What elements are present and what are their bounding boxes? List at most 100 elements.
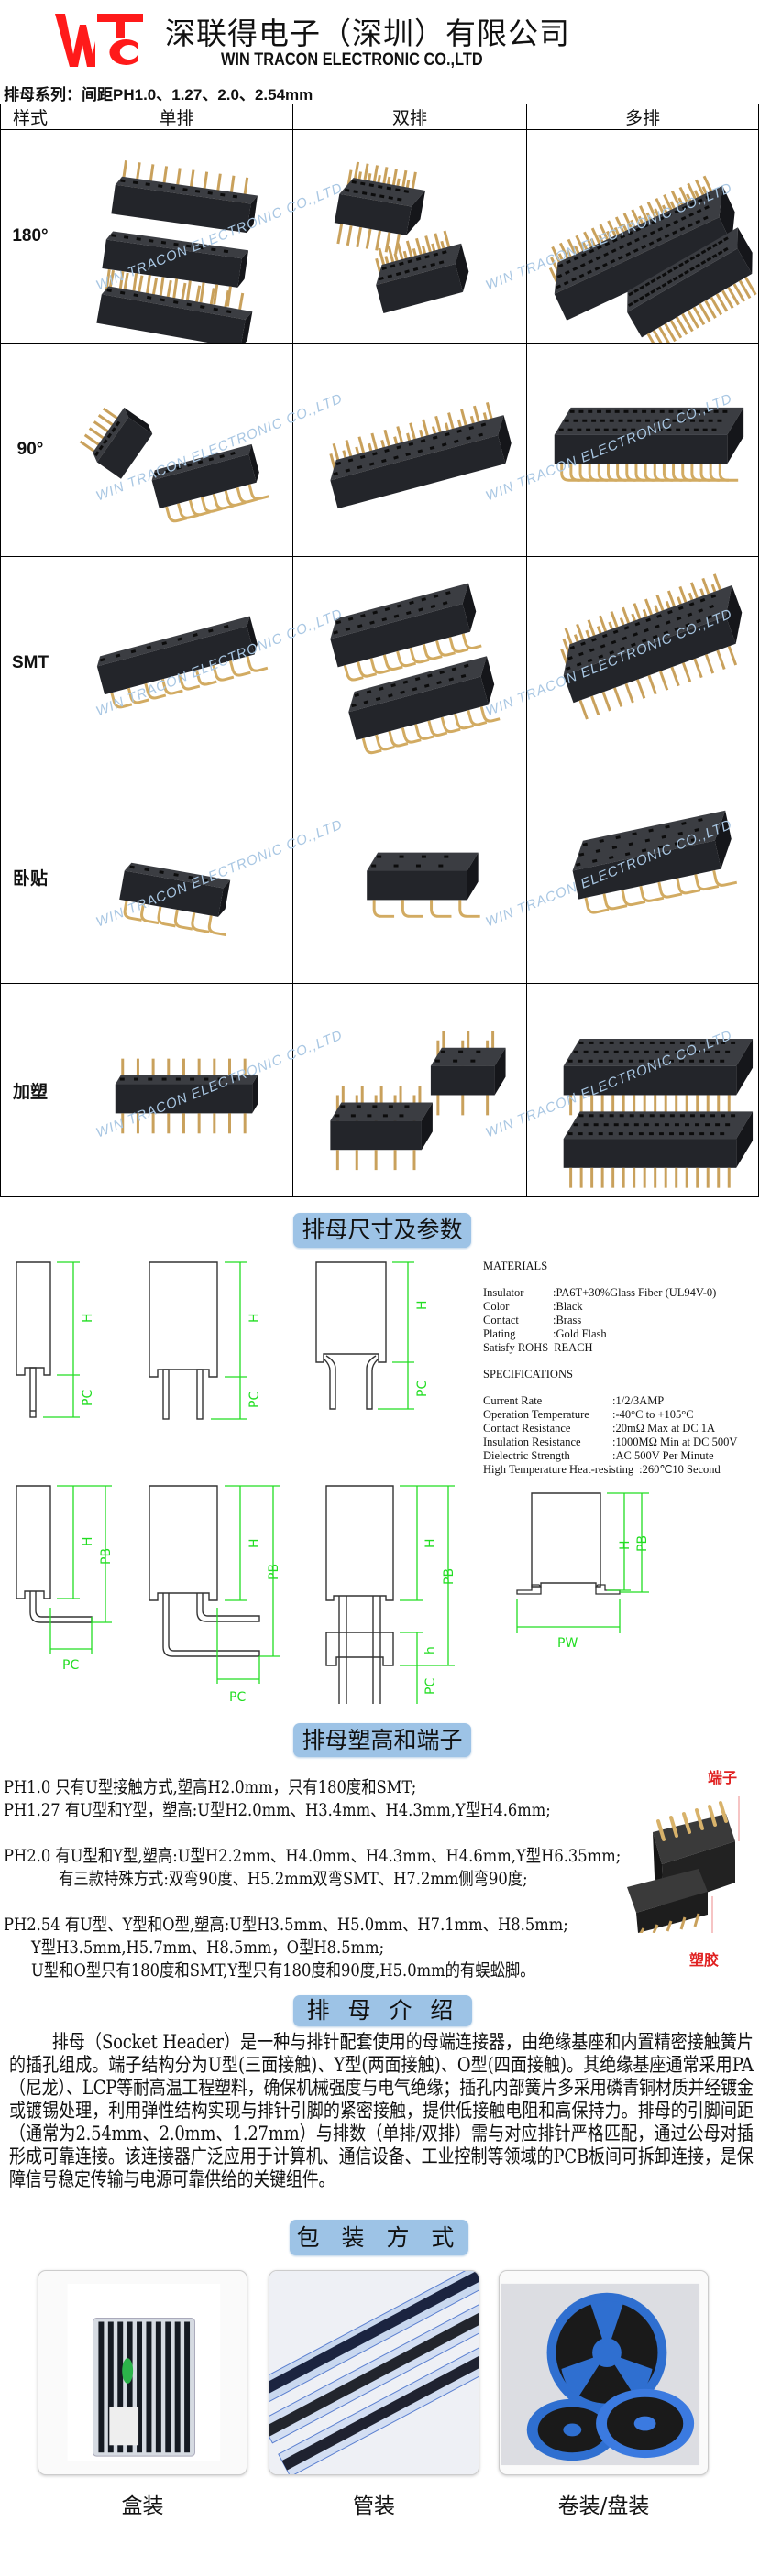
style-label: 180° bbox=[0, 129, 60, 344]
dim-label-pc: PC bbox=[62, 1658, 79, 1673]
spec-key: Satisfy ROHS bbox=[483, 1341, 549, 1354]
height-line-ph2-54-y: Y型H3.5mm,H5.7mm、H8.5mm，O型H8.5mm; bbox=[31, 1937, 385, 1958]
spec-key: Insulation Resistance bbox=[483, 1435, 581, 1448]
diagram-180-y-type bbox=[315, 1261, 387, 1410]
table-row-90: 90° bbox=[0, 343, 759, 557]
style-label: 90° bbox=[0, 343, 60, 557]
diagram-90-double bbox=[148, 1485, 260, 1657]
spec-row: Plating :Gold Flash bbox=[483, 1327, 737, 1341]
packaging-label-box: 盒装 bbox=[121, 2494, 164, 2518]
table-row-smt: SMT bbox=[0, 556, 759, 770]
spec-value: :260℃10 Second bbox=[639, 1463, 720, 1476]
dim-label-pw: PW bbox=[557, 1636, 578, 1651]
column-header-style: 样式 bbox=[0, 104, 60, 130]
dimension-diagrams: H PC H PC H PC H PB PC H PB PC H PB h PC bbox=[16, 1261, 456, 1704]
table-row-180: 180° bbox=[0, 129, 759, 344]
company-logo bbox=[55, 14, 143, 67]
spec-row: Contact Resistance:20mΩ Max at DC 1A bbox=[483, 1422, 737, 1435]
dim-label-h: H bbox=[248, 1313, 262, 1323]
section-header-height-terminal: 排母塑高和端子 bbox=[293, 1723, 471, 1757]
height-line-ph2-0: PH2.0 有U型和Y型,塑高:U型H2.2mm、H4.0mm、H4.3mm、H… bbox=[4, 1846, 622, 1866]
dim-label-h: H bbox=[81, 1536, 95, 1546]
product-photo-multi-90 bbox=[526, 343, 759, 557]
packaging-reel-image bbox=[499, 2270, 709, 2475]
dim-label-h: H bbox=[424, 1538, 438, 1548]
spec-row: Dielectric Strength:AC 500V Per Minute bbox=[483, 1449, 737, 1463]
spec-row: Color :Black bbox=[483, 1300, 737, 1314]
table-row-added-plastic: 加塑 bbox=[0, 983, 759, 1197]
spec-row: Operation Temperature :-40°C to +105°C bbox=[483, 1408, 737, 1422]
product-photo-multi-180 bbox=[526, 129, 759, 344]
dim-label-pb: PB bbox=[267, 1564, 281, 1580]
dim-label-pc: PC bbox=[229, 1690, 246, 1704]
section-header-packaging: 包 装 方 式 bbox=[290, 2220, 468, 2255]
terminal-plastic-photo bbox=[627, 1796, 740, 1933]
spec-value: :1000MΩ Min at DC 500V bbox=[612, 1435, 738, 1448]
materials-block: MATERIALS Insulator :PA6T+30%Glass Fiber … bbox=[483, 1260, 737, 1477]
spec-value: REACH bbox=[554, 1341, 593, 1354]
diagram-180-double bbox=[148, 1261, 218, 1420]
spec-key: Insulator bbox=[483, 1286, 524, 1299]
spec-key: Current Rate bbox=[483, 1394, 543, 1407]
product-photo-multi-side-mount bbox=[526, 770, 759, 984]
dimension-lines bbox=[43, 1261, 455, 1704]
spec-key: High Temperature Heat-resisting bbox=[483, 1463, 634, 1476]
column-header-single-row: 单排 bbox=[60, 104, 293, 130]
height-line-ph1-0: PH1.0 只有U型接触方式,塑高H2.0mm，只有180度和SMT; bbox=[4, 1777, 417, 1797]
product-photo-multi-smt bbox=[526, 556, 759, 770]
column-header-double-row: 双排 bbox=[292, 104, 527, 130]
dim-label-h: H bbox=[415, 1300, 430, 1310]
spec-key: Plating bbox=[483, 1327, 516, 1340]
spec-key: Contact Resistance bbox=[483, 1422, 571, 1435]
spec-row: Satisfy ROHS REACH bbox=[483, 1341, 737, 1355]
series-title: 排母系列：间距PH1.0、1.27、2.0、2.54mm bbox=[4, 86, 314, 104]
spec-value: :Black bbox=[553, 1300, 583, 1313]
callout-terminal: 端子 bbox=[708, 1769, 738, 1786]
spec-row: Current Rate :1/2/3AMP bbox=[483, 1394, 737, 1408]
product-photo-single-smt bbox=[60, 556, 293, 770]
dim-label-pb: PB bbox=[442, 1568, 456, 1585]
spec-value: :AC 500V Per Minute bbox=[612, 1449, 714, 1462]
spec-row: High Temperature Heat-resisting :260℃10 S… bbox=[483, 1463, 737, 1477]
style-label: 加塑 bbox=[0, 983, 60, 1197]
table-header-row: 样式 单排 双排 多排 bbox=[0, 104, 759, 130]
spec-row: Insulation Resistance :1000MΩ Min at DC 5… bbox=[483, 1435, 737, 1449]
packaging-label-tube: 管装 bbox=[353, 2494, 395, 2518]
product-photo-double-added-plastic bbox=[292, 983, 527, 1197]
spec-row: Contact:Brass bbox=[483, 1314, 737, 1327]
dim-label-pc: PC bbox=[415, 1381, 430, 1397]
product-photo-double-90 bbox=[292, 343, 527, 557]
column-header-multi-row: 多排 bbox=[526, 104, 759, 130]
callout-plastic: 塑胶 bbox=[689, 1951, 720, 1969]
product-photo-multi-added-plastic bbox=[526, 983, 759, 1197]
dim-label-h-small: h bbox=[424, 1646, 438, 1654]
spec-value: :Gold Flash bbox=[553, 1327, 607, 1340]
height-line-ph2-54-note: U型和O型只有180度和SMT,Y型只有180度和90度,H5.0mm的有蜈蚣脚… bbox=[31, 1960, 535, 1981]
table-row-side-mount: 卧贴 bbox=[0, 770, 759, 984]
materials-title: MATERIALS bbox=[483, 1260, 548, 1272]
dim-label-h: H bbox=[248, 1538, 262, 1548]
dim-label-h: H bbox=[618, 1540, 632, 1550]
spec-value: :-40°C to +105°C bbox=[612, 1408, 694, 1421]
intro-paragraph: 排母（Socket Header）是一种与排针配套使用的母端连接器，由绝缘基座和… bbox=[9, 2031, 754, 2190]
spec-row: Insulator :PA6T+30%Glass Fiber (UL94V-0) bbox=[483, 1286, 737, 1300]
dim-label-h: H bbox=[81, 1313, 95, 1323]
spec-value: :PA6T+30%Glass Fiber (UL94V-0) bbox=[553, 1286, 717, 1299]
spec-key: Contact bbox=[483, 1314, 519, 1326]
dim-label-pb: PB bbox=[635, 1535, 650, 1552]
product-photo-double-180 bbox=[292, 129, 527, 344]
dim-label-pb: PB bbox=[99, 1548, 114, 1565]
spec-key: Color bbox=[483, 1300, 510, 1313]
packaging-label-reel: 卷装/盘装 bbox=[557, 2494, 650, 2518]
product-photo-double-smt bbox=[292, 556, 527, 770]
product-photo-single-180 bbox=[60, 129, 293, 344]
style-label: 卧贴 bbox=[0, 770, 60, 984]
specifications-title: SPECIFICATIONS bbox=[483, 1368, 573, 1381]
company-name-en: WIN TRACON ELECTRONIC CO.,LTD bbox=[221, 50, 483, 70]
diagram-added-plastic bbox=[325, 1485, 394, 1704]
spec-value: :1/2/3AMP bbox=[612, 1394, 665, 1407]
section-header-intro: 排 母 介 绍 bbox=[293, 1995, 472, 2026]
product-photo-single-added-plastic bbox=[60, 983, 293, 1197]
spec-key: Operation Temperature bbox=[483, 1408, 589, 1421]
